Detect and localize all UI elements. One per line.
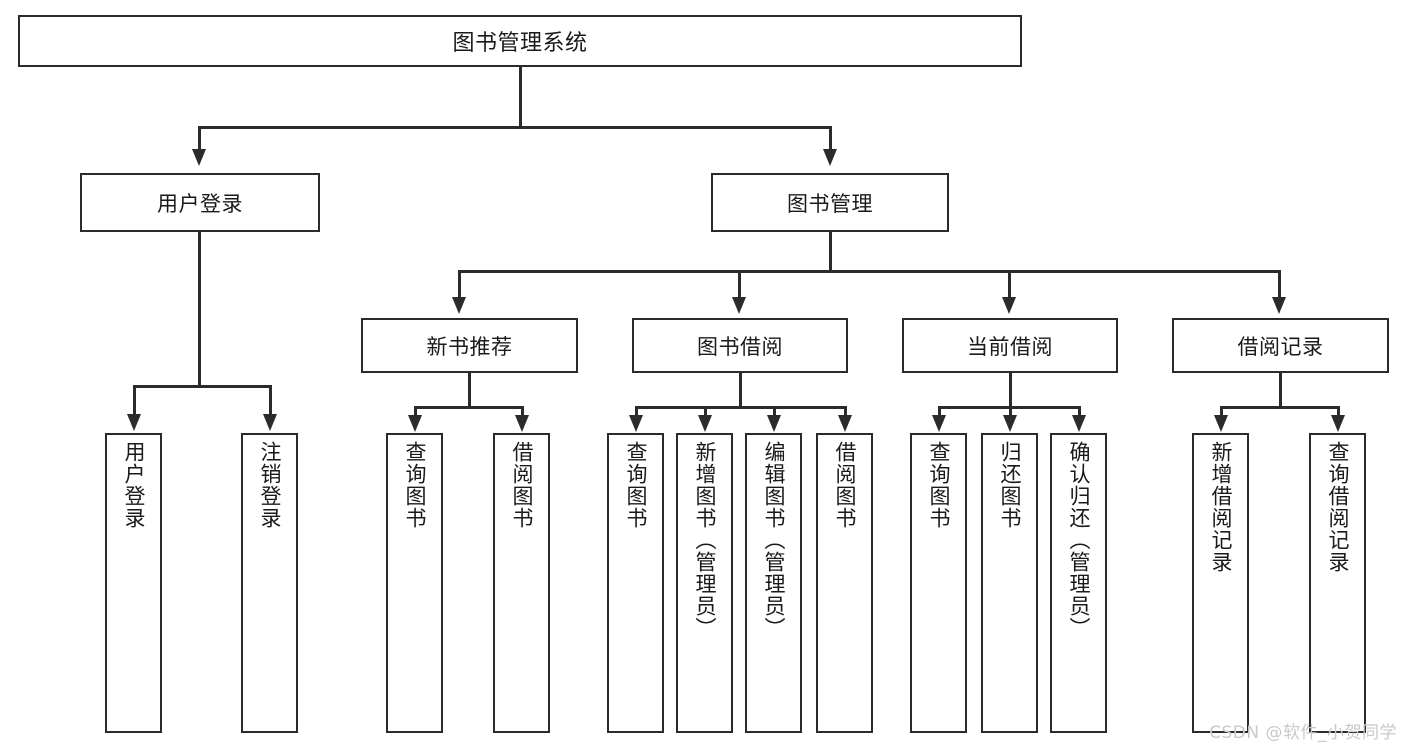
connector-root-stem (519, 67, 522, 127)
leaf-label: 编辑图书（管理员） (761, 441, 786, 639)
leaf-label: 新增图书（管理员） (692, 441, 717, 639)
node-book-borrow[interactable]: 图书借阅 (632, 318, 848, 373)
connector-root-to-book-management (829, 126, 832, 150)
connector-to-borrow-record (1278, 270, 1281, 298)
connector-nbr-leaf-1 (414, 406, 417, 418)
node-current-borrow[interactable]: 当前借阅 (902, 318, 1118, 373)
connector-cb-leaf-3 (1078, 406, 1081, 418)
connector-br-leaf-2 (1337, 406, 1340, 418)
connector-borrow-record-bar (1220, 406, 1340, 409)
leaf-label: 用户登录 (121, 441, 146, 529)
leaf-cb-confirm-return-admin[interactable]: 确认归还（管理员） (1050, 433, 1107, 733)
arrowhead-cb-leaf-1 (932, 415, 946, 432)
connector-cb-leaf-1 (938, 406, 941, 418)
connector-user-login-bar (133, 385, 272, 388)
node-book-management[interactable]: 图书管理 (711, 173, 949, 232)
connector-new-book-recommend-bar (414, 406, 524, 409)
arrowhead-to-book-management (823, 149, 837, 166)
arrowhead-bb-leaf-4 (838, 415, 852, 432)
node-label: 图书借阅 (697, 334, 783, 359)
leaf-cb-query-book[interactable]: 查询图书 (910, 433, 967, 733)
arrowhead-user-login-leaf-1 (127, 414, 141, 431)
node-label: 图书管理系统 (452, 31, 588, 56)
node-label: 用户登录 (157, 191, 243, 216)
connector-to-book-borrow (738, 270, 741, 298)
arrowhead-bb-leaf-1 (629, 415, 643, 432)
connector-root-to-user-login (198, 126, 201, 150)
leaf-nbr-borrow-book[interactable]: 借阅图书 (493, 433, 550, 733)
arrowhead-nbr-leaf-2 (515, 415, 529, 432)
connector-to-new-book-recommend (458, 270, 461, 298)
leaf-label: 借阅图书 (509, 441, 534, 529)
connector-new-book-recommend-stem (468, 373, 471, 407)
arrowhead-to-current-borrow (1002, 297, 1016, 314)
leaf-bb-borrow-book[interactable]: 借阅图书 (816, 433, 873, 733)
connector-nbr-leaf-2 (521, 406, 524, 418)
leaf-label: 查询图书 (623, 441, 648, 529)
arrowhead-to-new-book-recommend (452, 297, 466, 314)
connector-root-bar (198, 126, 832, 129)
arrowhead-cb-leaf-2 (1003, 415, 1017, 432)
arrowhead-user-login-leaf-2 (263, 414, 277, 431)
arrowhead-to-borrow-record (1272, 297, 1286, 314)
connector-user-login-stem (198, 232, 201, 386)
connector-bb-leaf-4 (844, 406, 847, 418)
connector-br-leaf-1 (1220, 406, 1223, 418)
connector-book-borrow-bar (635, 406, 847, 409)
connector-user-login-leaf-2 (269, 385, 272, 415)
node-user-login[interactable]: 用户登录 (80, 173, 320, 232)
connector-borrow-record-stem (1279, 373, 1282, 407)
leaf-label: 新增借阅记录 (1208, 441, 1233, 573)
arrowhead-to-user-login (192, 149, 206, 166)
leaf-label: 归还图书 (997, 441, 1022, 529)
leaf-bb-edit-book-admin[interactable]: 编辑图书（管理员） (745, 433, 802, 733)
watermark-text: CSDN @软件_小贺同学 (1209, 723, 1397, 743)
node-root-book-management-system[interactable]: 图书管理系统 (18, 15, 1022, 67)
arrowhead-br-leaf-1 (1214, 415, 1228, 432)
connector-to-current-borrow (1008, 270, 1011, 298)
arrowhead-bb-leaf-3 (767, 415, 781, 432)
leaf-label: 确认归还（管理员） (1066, 441, 1091, 639)
arrowhead-to-book-borrow (732, 297, 746, 314)
leaf-label: 查询图书 (402, 441, 427, 529)
connector-bb-leaf-1 (635, 406, 638, 418)
node-label: 图书管理 (787, 191, 873, 216)
node-new-book-recommend[interactable]: 新书推荐 (361, 318, 578, 373)
connector-book-borrow-stem (739, 373, 742, 407)
leaf-bb-add-book-admin[interactable]: 新增图书（管理员） (676, 433, 733, 733)
node-label: 借阅记录 (1237, 334, 1324, 359)
connector-user-login-leaf-1 (133, 385, 136, 415)
leaf-user-login-login[interactable]: 用户登录 (105, 433, 162, 733)
connector-bb-leaf-3 (773, 406, 776, 418)
leaf-nbr-query-book[interactable]: 查询图书 (386, 433, 443, 733)
node-label: 新书推荐 (426, 334, 513, 359)
arrowhead-bb-leaf-2 (698, 415, 712, 432)
leaf-label: 借阅图书 (832, 441, 857, 529)
leaf-bb-query-book[interactable]: 查询图书 (607, 433, 664, 733)
connector-book-management-stem (829, 232, 832, 272)
leaf-label: 查询图书 (926, 441, 951, 529)
arrowhead-br-leaf-2 (1331, 415, 1345, 432)
connector-current-borrow-stem (1009, 373, 1012, 407)
leaf-label: 注销登录 (257, 441, 282, 529)
connector-bb-leaf-2 (704, 406, 707, 418)
arrowhead-cb-leaf-3 (1072, 415, 1086, 432)
leaf-cb-return-book[interactable]: 归还图书 (981, 433, 1038, 733)
leaf-br-query-record[interactable]: 查询借阅记录 (1309, 433, 1366, 733)
leaf-br-add-record[interactable]: 新增借阅记录 (1192, 433, 1249, 733)
leaf-label: 查询借阅记录 (1325, 441, 1350, 573)
node-borrow-record[interactable]: 借阅记录 (1172, 318, 1389, 373)
arrowhead-nbr-leaf-1 (408, 415, 422, 432)
connector-book-management-bar (458, 270, 1280, 273)
leaf-user-login-logout[interactable]: 注销登录 (241, 433, 298, 733)
connector-cb-leaf-2 (1009, 406, 1012, 418)
node-label: 当前借阅 (967, 334, 1053, 359)
